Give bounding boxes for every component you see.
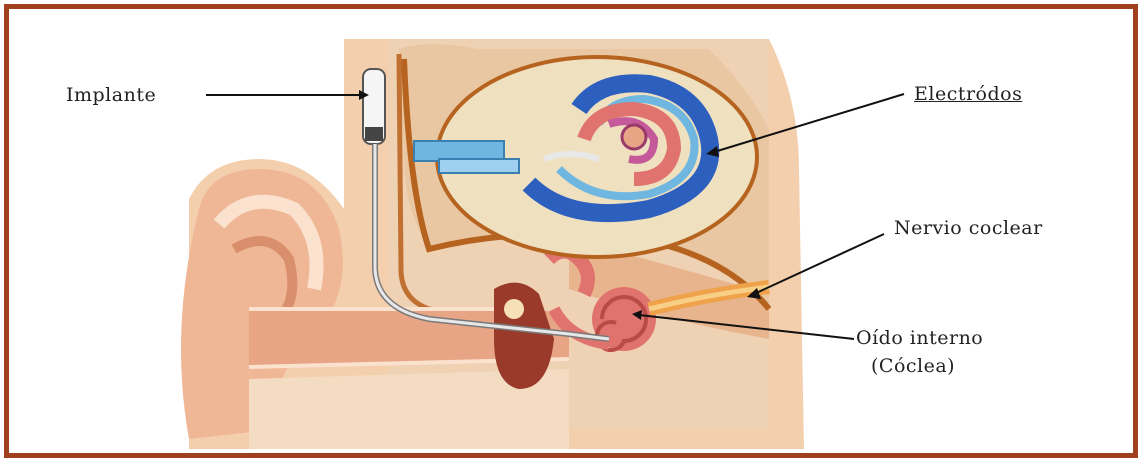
diagram-frame: Implante Electródos Nervio coclear Oído … xyxy=(4,4,1138,458)
label-implant: Implante xyxy=(66,84,156,106)
label-electrodes: Electródos xyxy=(914,83,1022,105)
label-inner-ear: Oído interno xyxy=(856,327,983,349)
label-cochlea: (Cóclea) xyxy=(871,355,955,377)
label-cochlear-nerve: Nervio coclear xyxy=(894,217,1043,239)
